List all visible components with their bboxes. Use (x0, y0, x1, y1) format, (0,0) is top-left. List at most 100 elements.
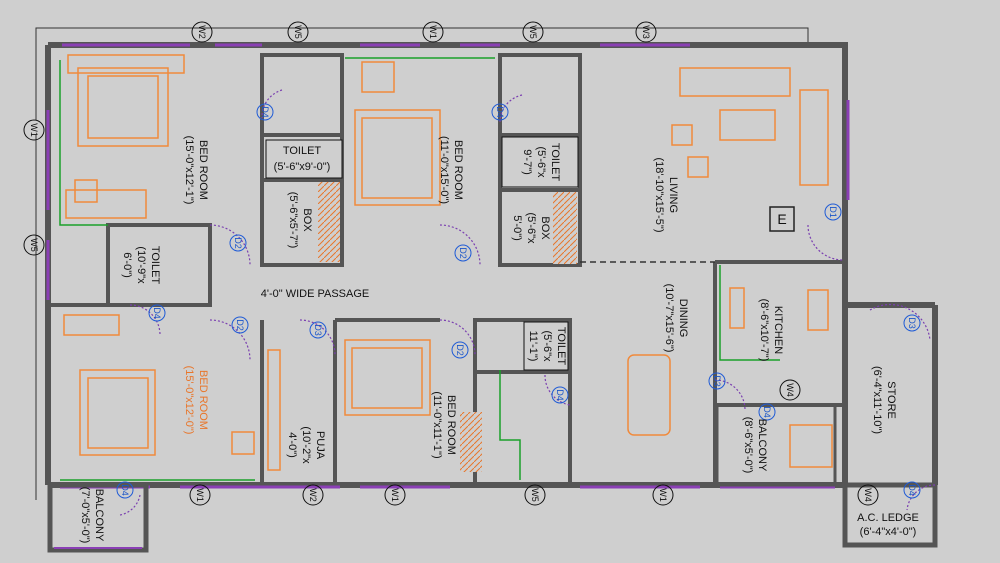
svg-text:D4: D4 (762, 406, 772, 418)
svg-text:(15'-0"x12'-0"): (15'-0"x12'-0") (183, 366, 195, 435)
svg-text:4'-0"): 4'-0") (286, 432, 298, 458)
room-label-toilet4: TOILET (5'-6"x 11'-1") (523, 321, 569, 371)
svg-text:W2: W2 (197, 25, 207, 39)
door-tag-11: D4 (551, 386, 569, 404)
svg-text:(5'-6"x9'-0"): (5'-6"x9'-0") (274, 161, 331, 173)
svg-text:D3: D3 (907, 317, 917, 329)
room-label-bed4: BED ROOM (11'-0"x11'-1") (431, 391, 457, 458)
window-tag-5: W3 (635, 21, 657, 43)
svg-text:D4: D4 (120, 484, 130, 496)
door-tag-6: D2 (231, 316, 249, 334)
door-tag-8: D2 (451, 341, 469, 359)
entry-mark: E (769, 206, 795, 232)
room-label-toilet3: TOILET (10'-9"x 6'-0") (121, 246, 161, 285)
svg-text:D4: D4 (260, 106, 270, 118)
svg-text:D3: D3 (313, 324, 323, 336)
svg-text:(6'-4"x11'-10"): (6'-4"x11'-10") (871, 366, 883, 434)
door-tag-5: D1 (824, 203, 842, 221)
svg-text:BOX: BOX (539, 216, 551, 240)
room-label-living: LIVING (18'-10"x15'-5") (653, 158, 679, 233)
svg-text:STORE: STORE (885, 381, 897, 419)
svg-text:W1: W1 (195, 488, 205, 502)
window-tag-12: W1 (652, 484, 674, 506)
svg-text:(8'-6"x10'-7"): (8'-6"x10'-7") (758, 299, 770, 362)
svg-text:BED ROOM: BED ROOM (197, 140, 209, 200)
room-label-balcony1: BALCONY (7'-0"x5'-0") (79, 487, 105, 544)
svg-text:(5'-6"x: (5'-6"x (541, 330, 553, 362)
door-tag-4: D2 (454, 244, 472, 262)
furniture (63, 54, 833, 471)
door-tag-1: D4 (256, 103, 274, 121)
door-tags: D4 D4 D2 D2 D1 D2 D3 D2 D4 D3 D4 D4 D3 D… (116, 103, 921, 499)
svg-text:W3: W3 (641, 25, 651, 39)
svg-text:BALCONY: BALCONY (756, 419, 768, 472)
box-1-hatch (318, 182, 340, 262)
room-label-bed2: BED ROOM (11'-0"x15'-0") (438, 136, 464, 204)
svg-text:W1: W1 (390, 488, 400, 502)
window-tag-14: W4 (857, 484, 879, 506)
svg-text:D2: D2 (233, 237, 243, 249)
window-tag-3: W1 (422, 21, 444, 43)
window-tag-4: W5 (522, 21, 544, 43)
room-label-puja: PUJA (10'-2"x 4'-0") (286, 426, 326, 464)
svg-text:A.C. LEDGE: A.C. LEDGE (857, 512, 919, 524)
balcony-1 (47, 482, 149, 553)
svg-text:(10'-9"x: (10'-9"x (135, 246, 147, 284)
room-label-bed1: BED ROOM (15'-0"x12'-1") (183, 136, 209, 205)
svg-text:LIVING: LIVING (667, 177, 679, 213)
room-label-passage: 4'-0" WIDE PASSAGE (261, 288, 370, 300)
svg-text:D4: D4 (495, 106, 505, 118)
svg-text:TOILET: TOILET (549, 143, 561, 182)
svg-text:TOILET: TOILET (555, 327, 567, 366)
svg-text:BALCONY: BALCONY (93, 489, 105, 542)
svg-text:BED ROOM: BED ROOM (452, 140, 464, 200)
svg-text:9'-7"): 9'-7") (521, 149, 533, 175)
svg-text:(11'-0"x15'-0"): (11'-0"x15'-0") (438, 136, 450, 204)
svg-text:W5: W5 (29, 238, 39, 252)
window-tag-9: W2 (302, 484, 324, 506)
ac-ledge (842, 482, 938, 548)
svg-text:(8'-6"x5'-0"): (8'-6"x5'-0") (742, 417, 754, 474)
window-tags: W2 W5 W1 W5 W3 W1 W5 W1 W2 W1 W5 W1 W4 W… (23, 21, 879, 506)
svg-text:(11'-0"x11'-1"): (11'-0"x11'-1") (431, 391, 443, 458)
room-label-balcony2: BALCONY (8'-6"x5'-0") (742, 417, 768, 474)
svg-text:D4: D4 (555, 389, 565, 401)
window-tag-10: W1 (384, 484, 406, 506)
room-label-dining: DINING (10'-7"x15'-6") (663, 284, 689, 353)
svg-text:(7'-0"x5'-0"): (7'-0"x5'-0") (79, 487, 91, 544)
svg-text:(10'-7"x15'-6"): (10'-7"x15'-6") (663, 284, 675, 353)
room-label-acledge: A.C. LEDGE (6'-4"x4'-0") (857, 512, 919, 538)
svg-text:(6'-4"x4'-0"): (6'-4"x4'-0") (860, 526, 917, 538)
svg-text:W2: W2 (308, 488, 318, 502)
svg-text:KITCHEN: KITCHEN (772, 306, 784, 354)
svg-text:W5: W5 (528, 25, 538, 39)
svg-text:BOX: BOX (301, 208, 313, 232)
outer-walls (45, 42, 938, 488)
svg-text:(18'-10"x15'-5"): (18'-10"x15'-5") (653, 158, 665, 233)
plumbing-lines (59, 57, 780, 481)
svg-text:W1: W1 (29, 123, 39, 137)
room-label-box1: BOX (5'-6"x5'-7") (287, 192, 313, 249)
door-tag-3: D2 (229, 234, 247, 252)
svg-text:W5: W5 (530, 488, 540, 502)
window-tag-7: W5 (23, 234, 45, 256)
toilet4-hatch (460, 412, 482, 472)
svg-text:6'-0"): 6'-0") (121, 252, 133, 278)
svg-text:BED ROOM: BED ROOM (445, 395, 457, 455)
window-tag-2: W5 (287, 21, 309, 43)
window-tag-1: W2 (191, 21, 213, 43)
door-tag-10: D3 (708, 372, 726, 390)
door-tag-7: D3 (309, 321, 327, 339)
svg-text:TOILET: TOILET (149, 246, 161, 285)
svg-text:(15'-0"x12'-1"): (15'-0"x12'-1") (183, 136, 195, 205)
room-label-kitchen: KITCHEN (8'-6"x10'-7") (758, 299, 784, 362)
window-tag-8: W1 (189, 484, 211, 506)
svg-text:W5: W5 (293, 25, 303, 39)
svg-text:E: E (777, 211, 786, 227)
dimension-lines (35, 27, 809, 500)
svg-text:D2: D2 (235, 319, 245, 331)
door-tag-15: D4 (903, 481, 921, 499)
svg-text:W1: W1 (428, 25, 438, 39)
svg-text:(10'-2"x: (10'-2"x (300, 426, 312, 464)
